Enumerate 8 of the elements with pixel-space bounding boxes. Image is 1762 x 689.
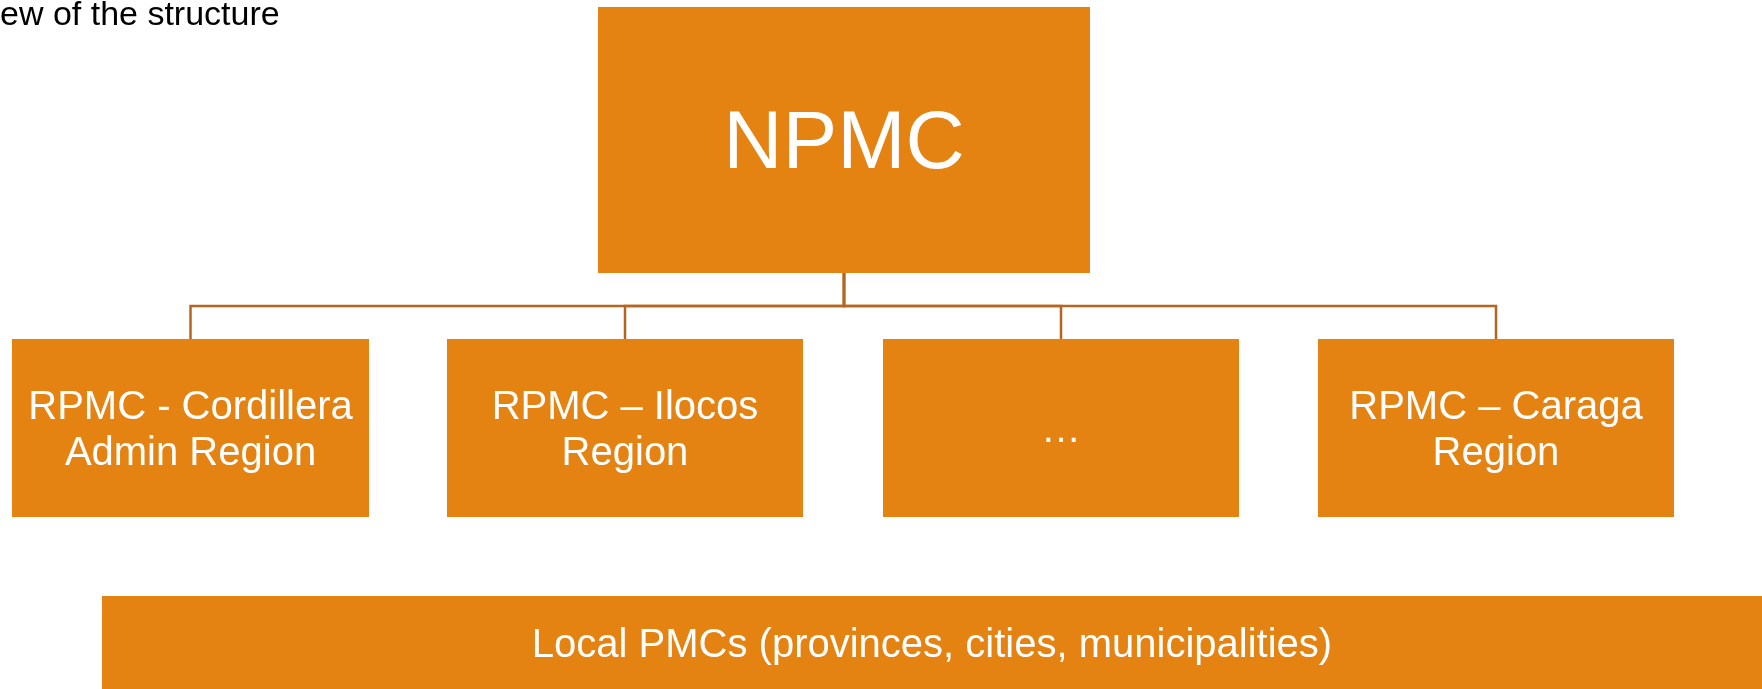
regional-committee-box: … [883,339,1239,517]
heading-text: ew of the structure [0,0,280,33]
regional-committee-box: RPMC - Cordillera Admin Region [12,339,369,517]
regional-committee-box: RPMC – Ilocos Region [447,339,803,517]
local-committees-bar: Local PMCs (provinces, cities, municipalities) [102,596,1762,689]
top-committee-box: NPMC [598,7,1090,273]
connector-line [842,273,1498,339]
regional-committee-box: RPMC – Caraga Region [1318,339,1674,517]
